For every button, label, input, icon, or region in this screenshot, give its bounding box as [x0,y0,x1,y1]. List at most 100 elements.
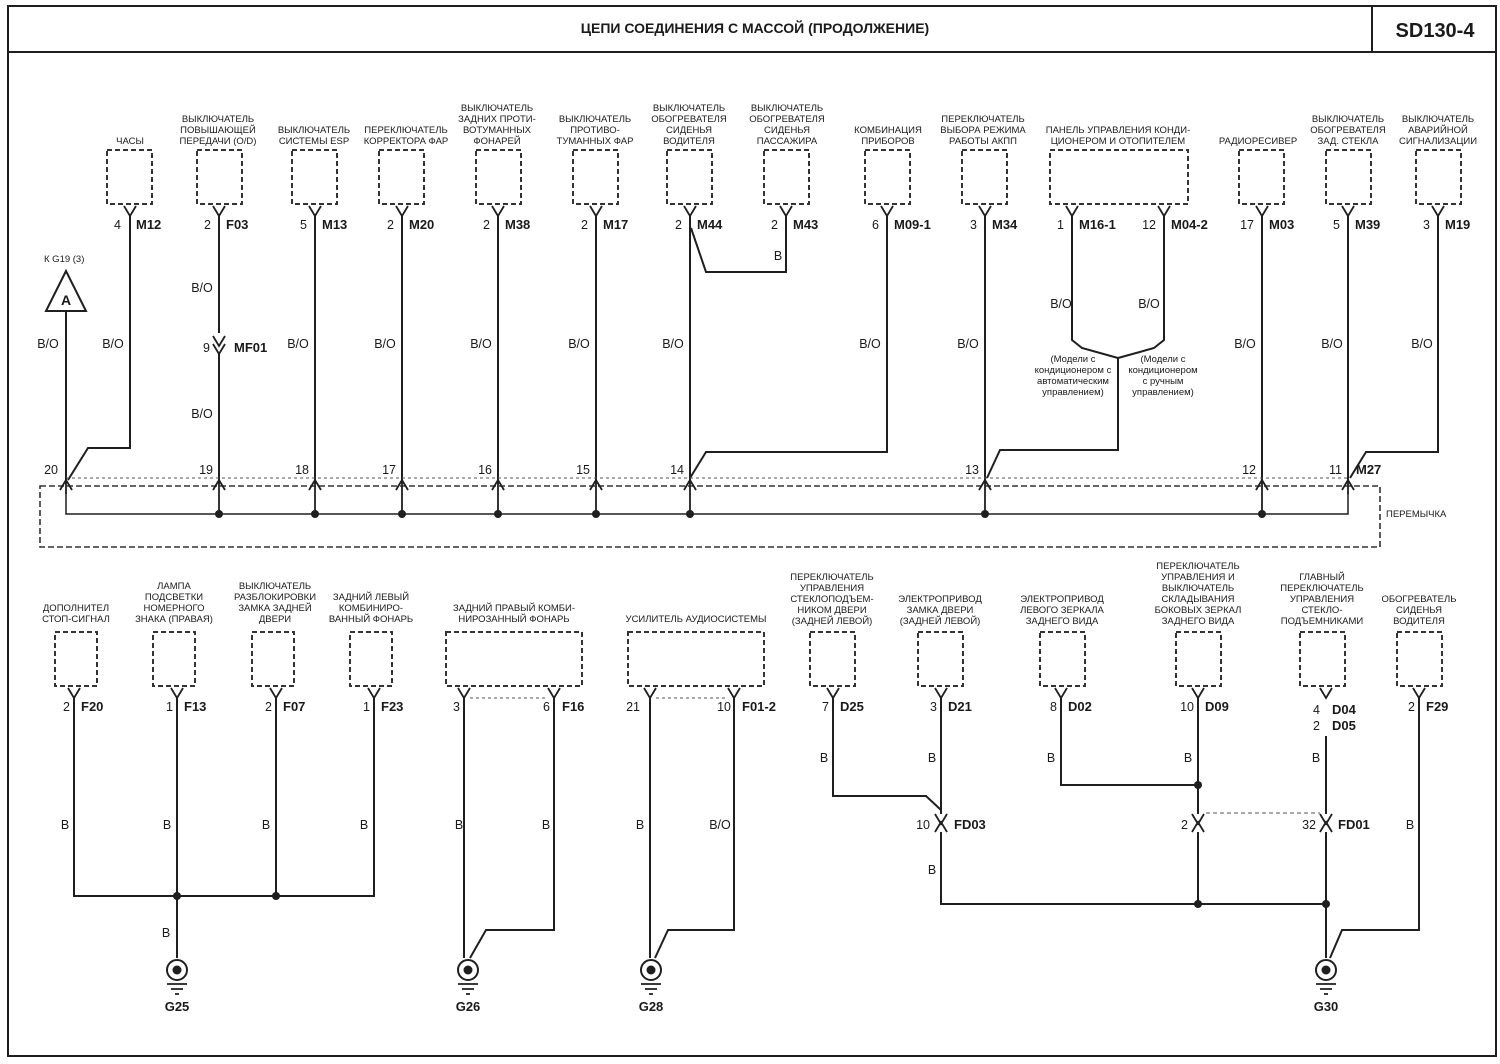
joint-bus [65,492,1349,515]
connector-code: F07 [283,699,305,714]
component-label: НОМЕРНОГО [143,603,204,614]
component-label: ТУМАННЫХ ФАР [557,136,634,147]
component-label: ПАССАЖИРА [757,136,818,147]
component-label: ЭЛЕКТРОПРИВОД [1020,594,1104,605]
splice-dot [1194,900,1202,908]
terminal-symbol [1157,205,1171,218]
ground-label: G30 [1314,999,1339,1014]
wire-color: B [1406,818,1414,832]
fd01-symbol [1319,813,1333,833]
component-box [864,149,911,205]
component-box [152,631,196,687]
joint-terminal [59,478,73,494]
component-label: ЛАМПА [157,581,191,592]
connector-code: F03 [226,217,248,232]
wire [469,698,555,959]
component-label: НИКОМ ДВЕРИ [797,605,867,616]
component-box [349,631,393,687]
component-box [666,149,713,205]
wire [73,698,375,897]
splice-dot [215,510,223,518]
joint-pin: 14 [670,463,684,477]
connector-code: M44 [697,217,723,232]
pin-number: 5 [1333,218,1340,232]
component-label: КОМБИНАЦИЯ [854,125,922,136]
component-label: ПОДЪЕМНИКАМИ [1281,616,1364,627]
wire-color: B [774,249,782,263]
connector-code: F01-2 [742,699,776,714]
pin-number: 4 [1313,703,1320,717]
wire-color: B [163,818,171,832]
wire-color: B/O [287,337,309,351]
component-label: ЗАДНИХ ПРОТИ- [458,114,536,125]
sheet-frame [7,5,1497,1057]
component-label: УПРАВЛЕНИЯ [1290,594,1354,605]
component-label: ГЛАВНЫЙ [1299,571,1345,583]
pin-number: 7 [822,700,829,714]
wire-color: B [61,818,69,832]
component-label: ЗАД. СТЕКЛА [1318,136,1380,147]
component-box [572,149,619,205]
mf01-pin: 9 [203,341,210,355]
joint-pin: 16 [478,463,492,477]
component-label: ПРОТИВО- [570,125,620,136]
terminal-symbol [934,687,948,700]
terminal-symbol [1412,687,1426,700]
component-label: ПАНЕЛЬ УПРАВЛЕНИЯ КОНДИ- [1046,125,1190,136]
offpage-symbol: A [61,292,71,308]
terminal-symbol [727,687,741,700]
component-box [961,149,1008,205]
component-label: ВЫКЛЮЧАТЕЛЬ [1312,114,1384,125]
pin-number: 3 [930,700,937,714]
wire [832,698,942,811]
pin-number: 2 [675,218,682,232]
wire-color: B/O [662,337,684,351]
splice-dot [398,510,406,518]
wire-color: B/O [1234,337,1256,351]
pin-number: 3 [970,218,977,232]
connector-code: D04 [1332,702,1357,717]
component-label: ВЫКЛЮЧАТЕЛЬ [461,103,533,114]
terminal-symbol [826,687,840,700]
component-box [378,149,425,205]
wire-color: B [820,751,828,765]
wire [1349,216,1439,479]
connector-code: M12 [136,217,161,232]
page-title: ЦЕПИ СОЕДИНЕНИЯ С МАССОЙ (ПРОДОЛЖЕНИЕ) [581,19,929,36]
connector-code: D05 [1332,718,1356,733]
pin-number: 3 [1423,218,1430,232]
component-box [445,631,583,687]
component-box [917,631,964,687]
component-box [763,149,810,205]
wire [1117,216,1165,359]
joint-terminal [1341,478,1355,494]
joint-pin: 20 [44,463,58,477]
connector-code: M17 [603,217,628,232]
pin-number: 12 [1142,218,1156,232]
wire-color: B [542,818,550,832]
component-label: ПЕРЕКЛЮЧАТЕЛЬ [941,114,1024,125]
wire-color: B [1184,751,1192,765]
pin-number: 1 [363,700,370,714]
pin-number: 2 [771,218,778,232]
wire [1060,698,1198,786]
connector-code: M39 [1355,217,1380,232]
component-label: КОРРЕКТОРА ФАР [364,136,449,147]
pin-number: 1 [166,700,173,714]
pin-number: 10 [1180,700,1194,714]
terminal-symbol [1319,687,1333,700]
component-label: ПЕРЕКЛЮЧАТЕЛЬ [1280,583,1363,594]
wire-color: B [1047,751,1055,765]
upper-wire-colors: B/O B/O B/O B/O B/O B/O B/O B/O B/O B B/… [37,249,1433,421]
ground-label: G26 [456,999,481,1014]
page-code: SD130-4 [1396,20,1476,42]
component-box [106,149,153,205]
joint-connector-code: M27 [1356,462,1381,477]
connector-code: M20 [409,217,434,232]
terminal-symbol [1191,687,1205,700]
component-label: ПЕРЕКЛЮЧАТЕЛЬ [364,125,447,136]
component-label: СИГНАЛИЗАЦИИ [1399,136,1477,147]
terminal-symbol [1255,205,1269,218]
wire-color: B/O [191,281,213,295]
splice-dot [311,510,319,518]
